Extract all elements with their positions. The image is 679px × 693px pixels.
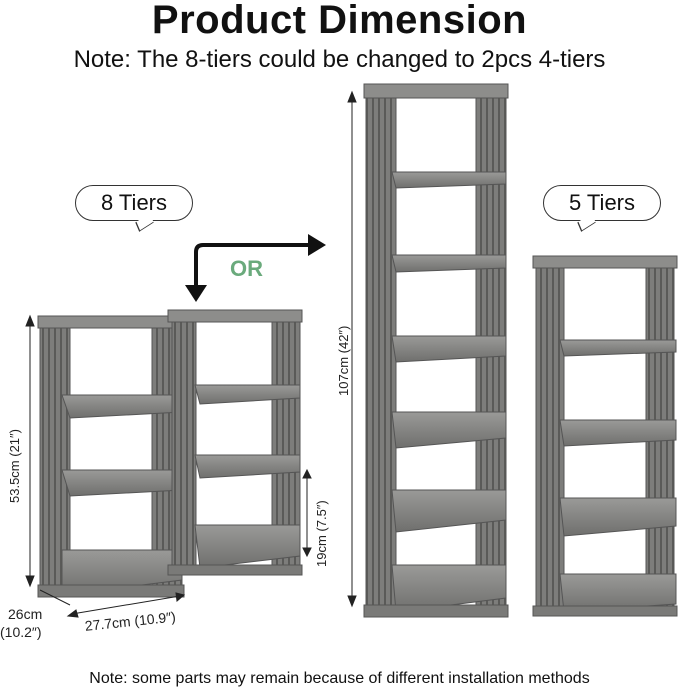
eight-tiers-label: 8 Tiers xyxy=(100,190,168,215)
five-tiers-bubble: 5 Tiers xyxy=(543,185,661,232)
or-label: OR xyxy=(230,256,263,281)
shelf-4tier-middle xyxy=(167,309,303,576)
eight-tiers-bubble: 8 Tiers xyxy=(75,185,193,232)
or-arrow-icon xyxy=(194,243,310,292)
height-8tier-label: 107cm (42″) xyxy=(336,325,351,396)
page-title: Product Dimension xyxy=(151,0,528,42)
dimension-lines xyxy=(25,90,357,618)
shelf-5tier xyxy=(532,255,678,617)
height-4tier-label: 53.5cm (21″) xyxy=(7,429,22,503)
five-tiers-label: 5 Tiers xyxy=(568,190,636,215)
footer-note: Note: some parts may remain because of d… xyxy=(89,670,590,687)
shelf-8tier xyxy=(363,83,509,618)
page-subtitle: Note: The 8-tiers could be changed to 2p… xyxy=(73,46,606,73)
depth-cm-label: 26cm xyxy=(8,606,43,622)
tier-gap-label: 19cm (7.5″) xyxy=(314,500,329,567)
shelf-4tier-left xyxy=(37,315,185,598)
depth-in-label: (10.2″) xyxy=(0,624,42,640)
